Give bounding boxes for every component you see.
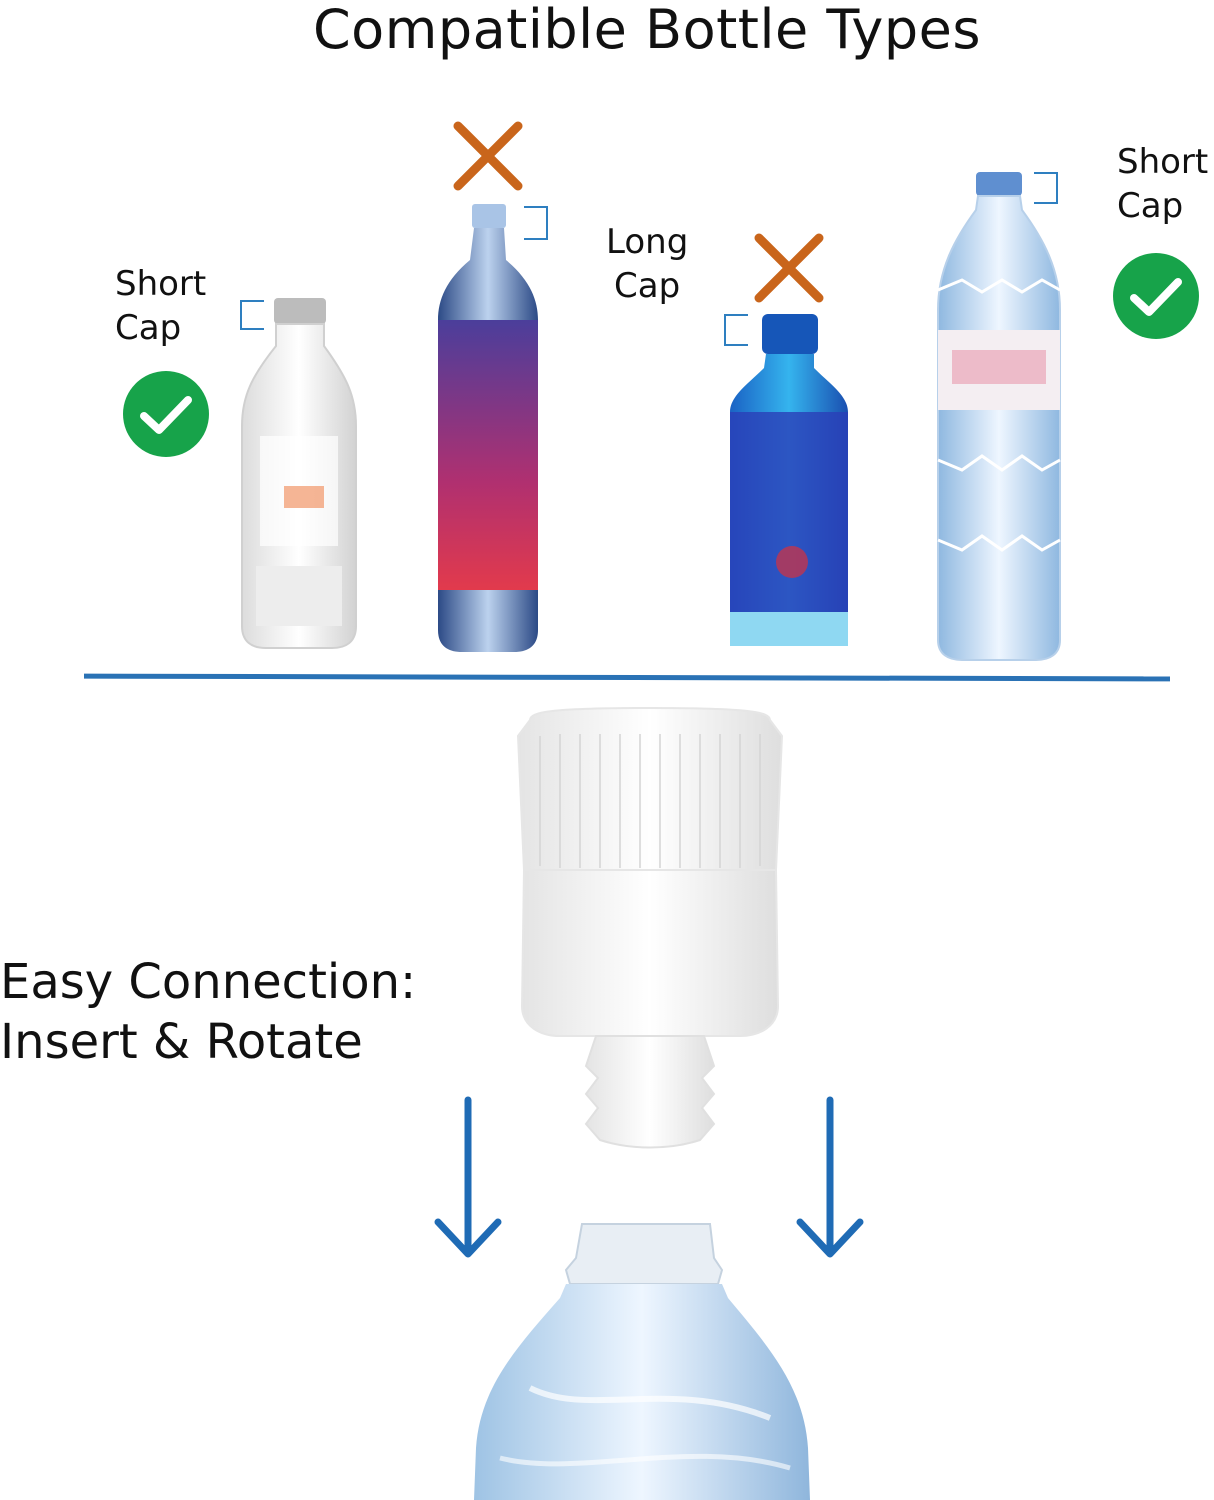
short-cap-label-right-line2: Cap (1117, 186, 1184, 226)
bottle-2-image (438, 204, 538, 652)
connection-caption: Easy Connection: Insert & Rotate (0, 952, 416, 1072)
short-cap-label-right: Short Cap (1117, 140, 1208, 228)
cap-bracket (724, 314, 748, 346)
long-cap-label: Long Cap (606, 220, 688, 308)
bottle-4-image (937, 172, 1061, 661)
page-title: Compatible Bottle Types (312, 0, 982, 61)
check-icon (1113, 253, 1199, 339)
cross-icon (754, 233, 824, 303)
check-icon (123, 371, 209, 457)
short-cap-label-left-line1: Short (115, 264, 207, 304)
arrow-down-icon (796, 1096, 864, 1258)
cross-icon (453, 121, 523, 191)
adapter-image (516, 706, 784, 1149)
bottle-3-image (730, 314, 848, 646)
connection-caption-line1: Easy Connection: (0, 954, 417, 1010)
short-cap-label-right-line1: Short (1117, 142, 1209, 182)
short-cap-label-left: Short Cap (115, 262, 206, 350)
long-cap-label-line2: Cap (614, 266, 681, 306)
cap-bracket (240, 300, 264, 330)
cap-bracket (524, 206, 548, 240)
connection-caption-line2: Insert & Rotate (0, 1014, 363, 1070)
bottle-1-image (241, 298, 357, 649)
arrow-down-icon (434, 1096, 502, 1258)
section-divider (83, 673, 1171, 682)
bottle-neck-image (474, 1223, 810, 1500)
cap-bracket (1034, 172, 1058, 204)
long-cap-label-line1: Long (606, 222, 689, 262)
short-cap-label-left-line2: Cap (115, 308, 182, 348)
